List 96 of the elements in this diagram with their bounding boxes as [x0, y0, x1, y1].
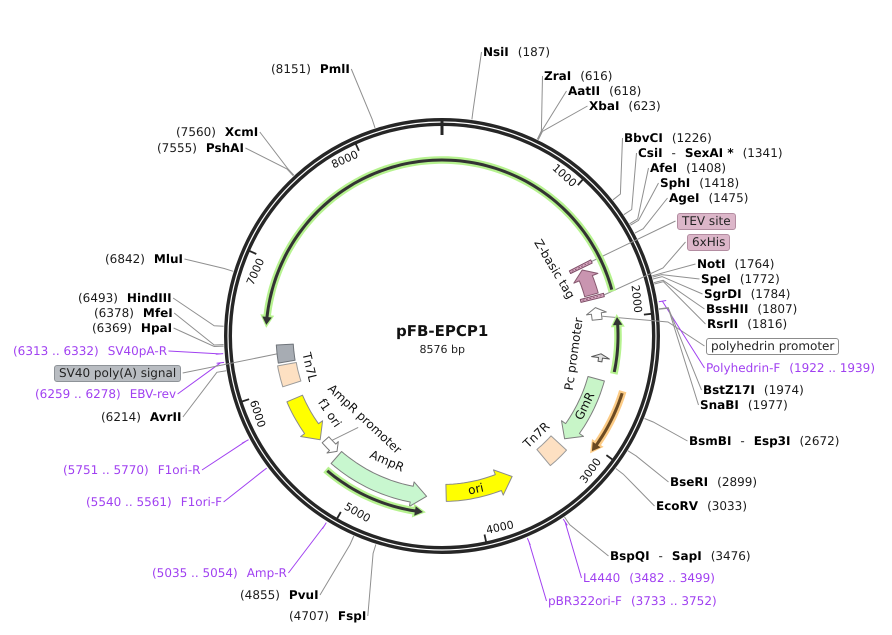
leader-line: [177, 362, 225, 394]
feature-label: Pc promoter: [562, 316, 586, 392]
leader-line: [172, 298, 224, 327]
restriction-site-label: (6369) HpaI: [92, 320, 172, 336]
restriction-site-label: (4707) FspI: [289, 608, 366, 624]
restriction-site-label: ZraI (616): [544, 68, 612, 84]
leader-line: [591, 220, 676, 262]
leader-line: [562, 518, 582, 578]
feature-label: Tn7L: [298, 352, 320, 384]
leader-line: [602, 316, 705, 346]
leader-line: [471, 52, 482, 120]
leader-line: [654, 280, 705, 310]
restriction-site-label: XbaI (623): [589, 98, 661, 114]
leader-line: [658, 307, 702, 390]
plasmid-name: pFB-EPCP1: [396, 322, 488, 340]
leader-line: [182, 353, 278, 374]
leader-line: [350, 68, 376, 128]
restriction-site-label: NotI (1764): [697, 256, 774, 272]
leader-line: [174, 312, 224, 346]
primer-label: (5540 .. 5561) F1ori-F: [86, 494, 222, 510]
leader-line: [644, 418, 688, 442]
leader-line: [288, 522, 327, 574]
leader-line: [654, 281, 706, 324]
feature-name-tag: polyhedrin promoter: [706, 338, 840, 354]
leader-line: [634, 198, 668, 234]
restriction-site-label: BseRI (2899): [670, 474, 758, 490]
leader-line: [630, 182, 659, 226]
restriction-site-label: (6214) AvrII: [101, 410, 182, 424]
primer-label: Polyhedrin-F (1922 .. 1939): [706, 360, 875, 376]
leader-line: [320, 536, 354, 596]
restriction-site-label: EcoRV (3033): [656, 498, 747, 514]
restriction-site-label: CsiI - SexAI * (1341): [638, 146, 783, 160]
leader-line: [652, 276, 703, 294]
restriction-site-label: SgrDI (1784): [704, 286, 790, 302]
primer-label: (6259 .. 6278) EBV-rev: [35, 386, 176, 402]
primer-label: L4440 (3482 .. 3499): [583, 570, 715, 586]
leader-line: [367, 544, 376, 616]
primer-label: (6313 .. 6332) SV40pA-R: [13, 344, 168, 358]
leader-line: [223, 468, 268, 502]
leader-line: [202, 439, 250, 470]
leader-line: [259, 132, 294, 176]
restriction-site-label: (6493) HindIII: [78, 290, 172, 306]
restriction-site-label: (7555) PshAI: [157, 140, 244, 156]
primer-label: (5751 .. 5770) F1ori-R: [63, 462, 201, 478]
leader-line: [652, 274, 700, 280]
plasmid-size: 8576 bp: [420, 342, 465, 356]
leader-line: [526, 538, 547, 602]
scale-number: 2000: [628, 284, 643, 314]
leader-line: [612, 138, 623, 200]
leader-line: [182, 370, 227, 418]
restriction-site-label: NsiI (187): [483, 44, 550, 60]
restriction-site-label: (8151) PmlI: [271, 62, 350, 76]
leader-line: [332, 426, 359, 441]
restriction-site-label: SphI (1418): [660, 176, 740, 190]
restriction-site-label: SpeI (1772): [701, 272, 780, 286]
leader-line: [168, 350, 224, 355]
restriction-site-label: RsrII (1816): [707, 316, 788, 332]
leader-line: [658, 300, 705, 368]
leader-line: [629, 168, 649, 224]
leader-line: [623, 152, 637, 216]
leader-line: [537, 90, 567, 140]
leader-line: [536, 76, 543, 140]
restriction-site-label: AfeI (1408): [650, 160, 726, 176]
feature-name-tag: SV40 poly(A) signal: [54, 364, 182, 382]
restriction-site-label: (6378) MfeI: [94, 306, 173, 320]
feature-label: GmR: [572, 389, 598, 422]
restriction-site-label: (4855) PvuI: [240, 588, 319, 602]
feature-name-tag: 6xHis: [687, 234, 730, 250]
restriction-site-label: BbvCI (1226): [624, 130, 712, 146]
restriction-site-label: BspQI - SapI (3476): [610, 548, 751, 564]
leader-line: [652, 264, 696, 276]
leader-line: [173, 328, 224, 347]
scale-number: 8000: [329, 148, 360, 172]
leader-line: [244, 148, 294, 176]
feature-name-tag: TEV site: [677, 212, 736, 230]
feature-label: ori: [466, 480, 485, 498]
leader-line: [628, 450, 669, 482]
scale-number: 7000: [244, 256, 267, 287]
leader-line: [538, 106, 588, 140]
restriction-site-label: SnaBI (1977): [700, 398, 788, 412]
leader-line: [615, 468, 655, 506]
scale-number: 6000: [246, 399, 267, 430]
leader-line: [564, 516, 609, 556]
scale-number: 4000: [485, 520, 516, 538]
restriction-site-label: (6842) MluI: [105, 252, 183, 266]
restriction-site-label: BssHII (1807): [706, 302, 798, 316]
restriction-site-label: AatII (618): [568, 84, 642, 98]
primer-label: (5035 .. 5054) Amp-R: [152, 566, 287, 580]
leader-line: [184, 258, 234, 272]
leader-line: [603, 242, 686, 296]
primer-label: pBR322ori-F (3733 .. 3752): [548, 594, 717, 608]
restriction-site-label: BsmBI - Esp3I (2672): [689, 434, 840, 448]
restriction-site-label: (7560) XcmI: [176, 124, 258, 140]
restriction-site-label: BstZ17I (1974): [703, 382, 804, 398]
restriction-site-label: AgeI (1475): [669, 190, 748, 206]
leader-line: [658, 308, 699, 406]
